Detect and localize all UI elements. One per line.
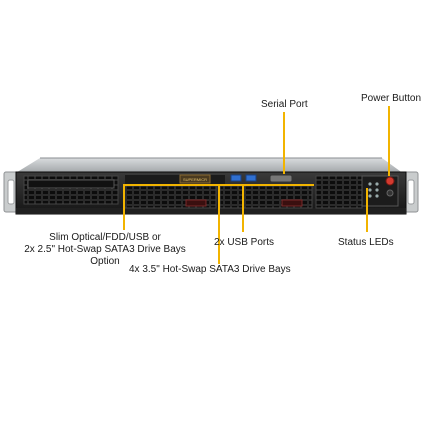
drive-bays-leader-v (218, 186, 220, 264)
drive-bay-3 (315, 175, 363, 209)
usb-ports-label: 2x USB Ports (214, 237, 275, 248)
usb-port-1 (230, 174, 242, 182)
power-button-illustration (385, 176, 395, 186)
status-led-5 (375, 188, 379, 192)
power-button-leader (388, 106, 390, 176)
power-button-label: Power Button (361, 93, 422, 104)
status-led-4 (375, 182, 379, 186)
status-led-1 (368, 182, 372, 186)
serial-port (269, 174, 293, 183)
drive-bays-label: 4x 3.5" Hot-Swap SATA3 Drive Bays (129, 264, 291, 275)
status-led-3 (368, 194, 372, 198)
slim-optical-leader-v (123, 186, 125, 230)
slim-optical-label-line2: 2x 2.5" Hot-Swap SATA3 Drive Bays (24, 244, 186, 255)
usb-ports-leader (242, 184, 244, 232)
slim-optical-label: Slim Optical/FDD/USB or 2x 2.5" Hot-Swap… (20, 232, 190, 268)
status-leds-label: Status LEDs (338, 237, 394, 248)
status-led-2 (368, 188, 372, 192)
brand-badge (179, 174, 211, 184)
serial-port-label: Serial Port (261, 99, 308, 110)
chassis-top (14, 158, 404, 174)
usb-port-2 (245, 174, 257, 182)
brand-badge-text: SUPERMICR (183, 177, 207, 182)
status-leds-leader (366, 188, 368, 232)
slim-optical-label-line1: Slim Optical/FDD/USB or (49, 232, 161, 243)
status-led-6 (375, 194, 379, 198)
serial-port-leader (283, 112, 285, 174)
drive-bays-leader-h (123, 184, 314, 186)
slim-optical-label-line3: Option (90, 256, 120, 267)
